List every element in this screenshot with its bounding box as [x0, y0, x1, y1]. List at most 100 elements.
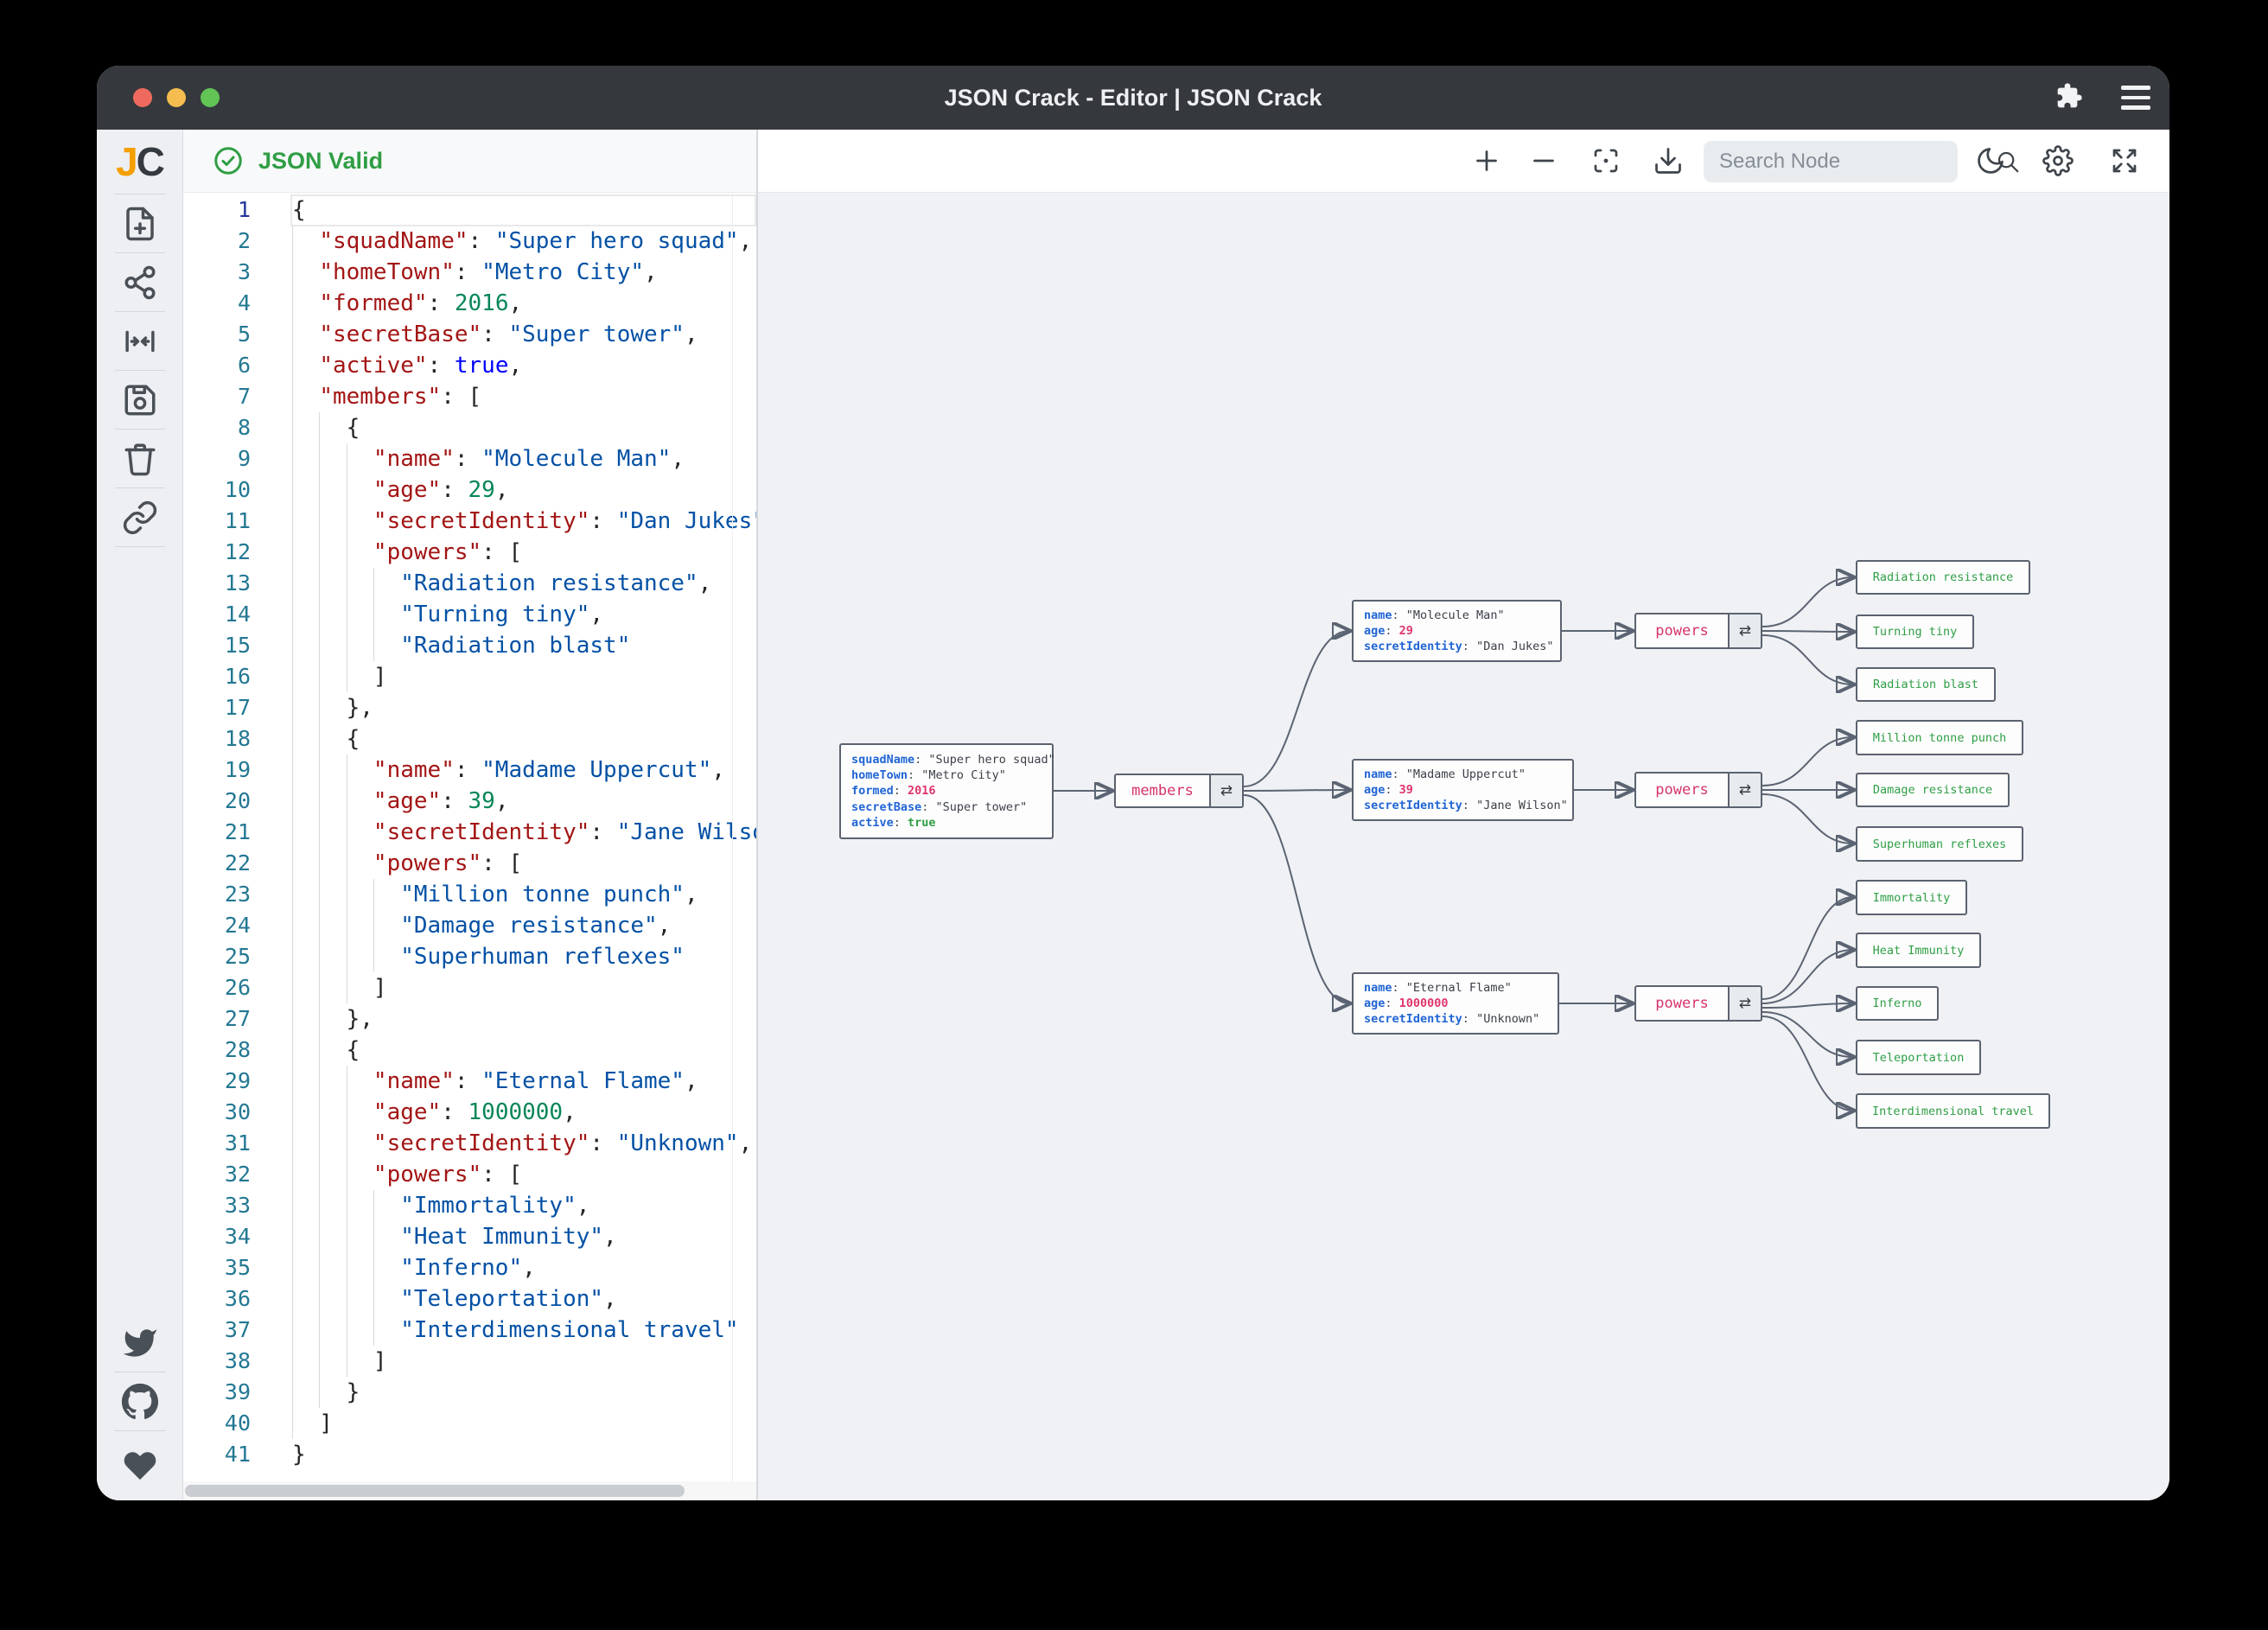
indent-guide: [319, 755, 321, 786]
graph-node-powers-1[interactable]: powers⇄: [1634, 613, 1762, 649]
settings-button[interactable]: [2042, 145, 2074, 176]
fullscreen-button[interactable]: [2109, 145, 2140, 176]
code-text: },: [292, 1006, 373, 1032]
editor-line[interactable]: 6 "active": true,: [183, 350, 756, 381]
editor-line[interactable]: 20 "age": 39,: [183, 786, 756, 817]
graph-view-button[interactable]: [97, 253, 182, 311]
delete-button[interactable]: [97, 430, 182, 487]
collapse-node-button[interactable]: ⇄: [1728, 774, 1761, 806]
graph-node-leaf-3e[interactable]: Interdimensional travel: [1856, 1093, 2050, 1129]
editor-line[interactable]: 13 "Radiation resistance",: [183, 568, 756, 599]
zoom-in-button[interactable]: [1471, 145, 1502, 176]
indent-guide: [373, 910, 374, 941]
json-editor[interactable]: 1{2 "squadName": "Super hero squad",3 "h…: [183, 193, 756, 1481]
menu-icon[interactable]: [2121, 86, 2150, 110]
graph-node-leaf-1b[interactable]: Turning tiny: [1856, 614, 1974, 649]
share-link-button[interactable]: [97, 488, 182, 546]
graph-node-leaf-2c[interactable]: Superhuman reflexes: [1856, 826, 2023, 862]
line-number: 27: [224, 1006, 251, 1031]
graph-panel: squadName: "Super hero squad"homeTown: "…: [758, 130, 2169, 1500]
editor-line[interactable]: 37 "Interdimensional travel": [183, 1315, 756, 1346]
graph-node-leaf-3a[interactable]: Immortality: [1856, 880, 1967, 915]
new-document-button[interactable]: [97, 194, 182, 252]
code-text: "members": [: [319, 384, 482, 410]
download-image-button[interactable]: [1653, 145, 1684, 176]
close-button[interactable]: [133, 88, 152, 107]
editor-line[interactable]: 19 "name": "Madame Uppercut",: [183, 755, 756, 786]
zoom-out-button[interactable]: [1528, 145, 1559, 176]
editor-line[interactable]: 40 ]: [183, 1408, 756, 1439]
collapse-node-button[interactable]: ⇄: [1728, 987, 1761, 1020]
editor-line[interactable]: 8 {: [183, 412, 756, 443]
editor-line[interactable]: 25 "Superhuman reflexes": [183, 941, 756, 972]
editor-line[interactable]: 26 ]: [183, 972, 756, 1003]
editor-line[interactable]: 24 "Damage resistance",: [183, 910, 756, 941]
editor-line[interactable]: 5 "secretBase": "Super tower",: [183, 319, 756, 350]
editor-line[interactable]: 11 "secretIdentity": "Dan Jukes",: [183, 506, 756, 537]
dark-mode-button[interactable]: [1975, 145, 2006, 176]
extensions-icon[interactable]: [2055, 82, 2083, 114]
editor-line[interactable]: 28 {: [183, 1035, 756, 1066]
graph-node-leaf-3d[interactable]: Teleportation: [1856, 1040, 1981, 1075]
center-view-button[interactable]: [1590, 145, 1621, 176]
editor-line[interactable]: 39 }: [183, 1377, 756, 1408]
graph-node-leaf-3c[interactable]: Inferno: [1856, 986, 1939, 1021]
current-line-highlight: [290, 194, 756, 226]
graph-node-powers-3[interactable]: powers⇄: [1634, 985, 1762, 1022]
graph-node-leaf-3b[interactable]: Heat Immunity: [1856, 933, 1981, 968]
editor-line[interactable]: 12 "powers": [: [183, 537, 756, 568]
editor-line[interactable]: 7 "members": [: [183, 381, 756, 412]
editor-line[interactable]: 32 "powers": [: [183, 1159, 756, 1190]
collapse-node-button[interactable]: ⇄: [1728, 614, 1761, 647]
editor-line[interactable]: 16 ]: [183, 661, 756, 692]
editor-line[interactable]: 38 ]: [183, 1346, 756, 1377]
save-button[interactable]: [97, 371, 182, 429]
editor-line[interactable]: 30 "age": 1000000,: [183, 1097, 756, 1128]
zoom-button[interactable]: [201, 88, 220, 107]
editor-line[interactable]: 33 "Immortality",: [183, 1190, 756, 1221]
github-button[interactable]: [97, 1372, 182, 1430]
editor-line[interactable]: 35 "Inferno",: [183, 1252, 756, 1283]
editor-line[interactable]: 14 "Turning tiny",: [183, 599, 756, 630]
editor-line[interactable]: 31 "secretIdentity": "Unknown",: [183, 1128, 756, 1159]
editor-horizontal-scrollbar[interactable]: [183, 1481, 756, 1500]
collapse-node-button[interactable]: ⇄: [1209, 775, 1242, 806]
collapse-width-button[interactable]: [97, 312, 182, 370]
scrollbar-thumb[interactable]: [185, 1485, 685, 1497]
editor-line[interactable]: 29 "name": "Eternal Flame",: [183, 1066, 756, 1097]
editor-line[interactable]: 3 "homeTown": "Metro City",: [183, 257, 756, 288]
editor-line[interactable]: 1{: [183, 194, 756, 226]
editor-line[interactable]: 15 "Radiation blast": [183, 630, 756, 661]
gear-icon: [2042, 145, 2074, 176]
editor-line[interactable]: 10 "age": 29,: [183, 474, 756, 506]
editor-line[interactable]: 21 "secretIdentity": "Jane Wilson",: [183, 817, 756, 848]
graph-node-powers-2[interactable]: powers⇄: [1634, 772, 1762, 808]
graph-node-leaf-1c[interactable]: Radiation blast: [1856, 667, 1996, 702]
editor-line[interactable]: 22 "powers": [: [183, 848, 756, 879]
editor-line[interactable]: 9 "name": "Molecule Man",: [183, 443, 756, 474]
editor-line[interactable]: 41}: [183, 1439, 756, 1470]
editor-line[interactable]: 4 "formed": 2016,: [183, 288, 756, 319]
minimize-button[interactable]: [167, 88, 186, 107]
twitter-button[interactable]: [97, 1314, 182, 1372]
graph-node-leaf-1a[interactable]: Radiation resistance: [1856, 560, 2030, 595]
graph-node-root[interactable]: squadName: "Super hero squad"homeTown: "…: [839, 743, 1055, 839]
graph-canvas[interactable]: squadName: "Super hero squad"homeTown: "…: [758, 193, 2169, 1500]
editor-line[interactable]: 27 },: [183, 1003, 756, 1035]
sponsor-button[interactable]: [97, 1431, 182, 1500]
editor-line[interactable]: 36 "Teleportation",: [183, 1283, 756, 1315]
search-icon[interactable]: [1987, 149, 2029, 175]
graph-node-leaf-2a[interactable]: Million tonne punch: [1856, 720, 2023, 755]
search-node-input[interactable]: [1704, 150, 1987, 174]
editor-line[interactable]: 34 "Heat Immunity",: [183, 1221, 756, 1252]
graph-node-leaf-2b[interactable]: Damage resistance: [1856, 773, 2010, 807]
graph-node-members[interactable]: members⇄: [1114, 774, 1244, 808]
editor-line[interactable]: 23 "Million tonne punch",: [183, 879, 756, 910]
editor-line[interactable]: 17 },: [183, 692, 756, 723]
editor-line[interactable]: 2 "squadName": "Super hero squad",: [183, 226, 756, 257]
editor-line[interactable]: 18 {: [183, 723, 756, 755]
